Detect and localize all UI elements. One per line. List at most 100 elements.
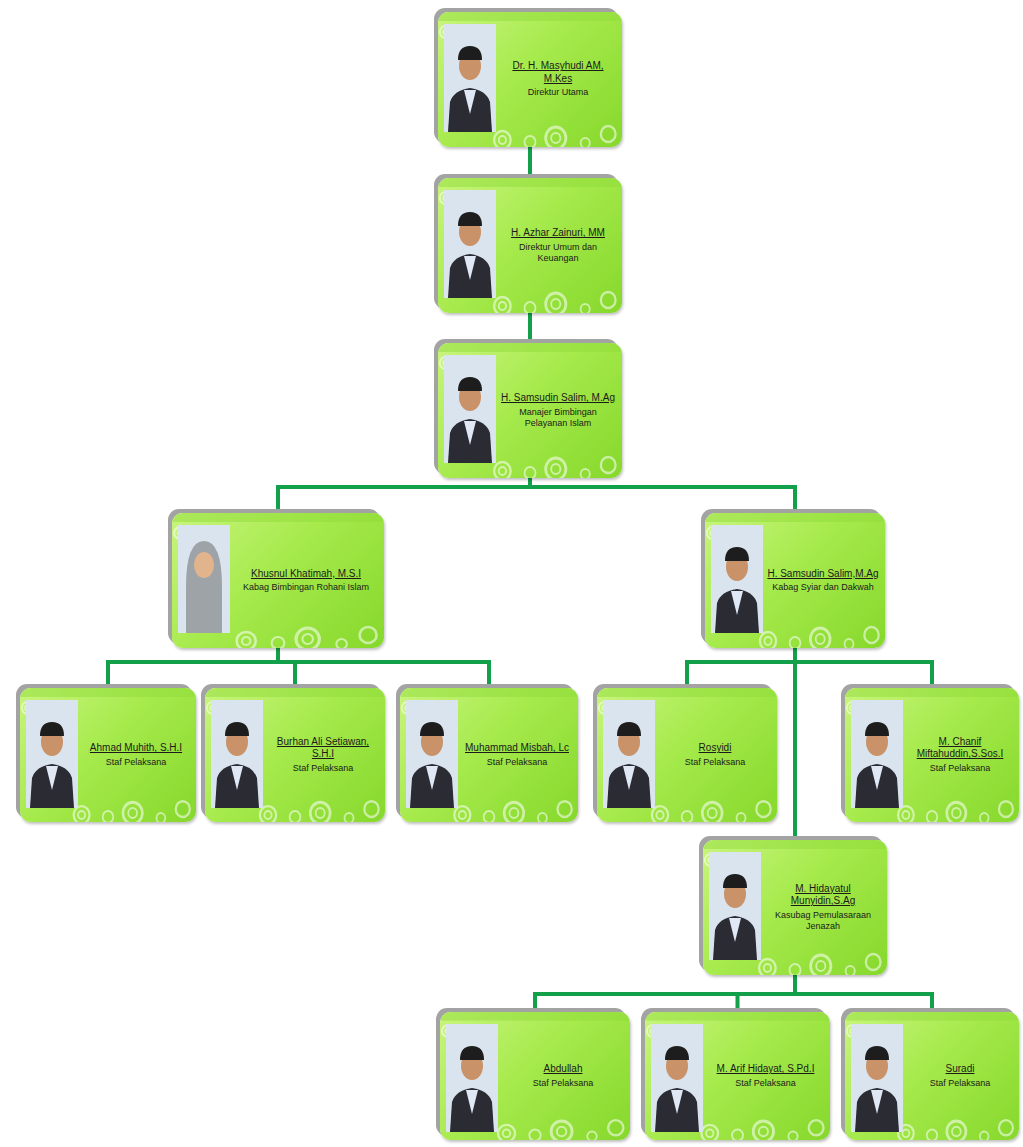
text-area: M. Hidayatul Munyidin,S.AgKasubag Pemula… [765,840,881,975]
decoration [952,808,961,818]
text-area: Dr. H. Masyhudi AM, M.KesDirektur Utama [500,12,616,147]
decoration [581,138,590,147]
person-name: H. Azhar Zainuri, MM [500,227,616,240]
portrait [178,525,230,633]
shirt [729,918,741,942]
shirt [46,766,58,790]
tab-strip [440,1012,630,1021]
text-area: SuradiStaf Pelaksana [907,1012,1013,1140]
photo-ground [446,1024,498,1132]
decoration [551,1121,572,1140]
portrait [26,700,78,808]
shirt [466,1090,478,1114]
job-title: Staf Pelaksana [907,1078,1013,1089]
decoration [581,469,590,478]
photo-ground [211,700,263,808]
tab-strip [438,12,622,21]
job-title: Staf Pelaksana [707,1078,824,1089]
person-name: Khusnul Khatimah, M.S.I [234,568,378,581]
shirt [671,1090,683,1114]
job-title: Staf Pelaksana [502,1078,624,1089]
tab-strip [703,840,887,849]
decoration [980,813,989,822]
org-connector [795,648,932,688]
decoration [336,639,347,648]
cap [460,1046,484,1060]
job-title: Direktur Umum dan Keuangan [500,242,616,265]
decoration [811,955,831,975]
text-stack: H. Azhar Zainuri, MM Direktur Umum dan Ke… [500,227,616,264]
decoration [123,802,142,822]
tab-strip [400,688,578,697]
decoration [499,302,506,310]
org-box: SuradiStaf Pelaksana [845,1012,1019,1140]
decoration [454,806,470,822]
person-name: Ahmad Muhith, S.H.I [82,742,190,755]
text-stack: Burhan Ali Setiawan, S.H.IStaf Pelaksana [267,736,379,774]
hijab [186,541,222,633]
person-name: Dr. H. Masyhudi AM, M.Kes [500,60,616,85]
suit [448,254,492,298]
decoration [345,813,354,822]
job-title: Staf Pelaksana [659,757,771,768]
suit [715,589,759,633]
cap [458,377,482,391]
job-title: Kasubag Pemulasaraan Jenazah [765,910,881,933]
decoration [702,802,722,822]
org-box: M. Chanif Miftahuddin,S.Sos.IStaf Pelaks… [845,688,1019,822]
portrait [444,355,496,463]
suit [713,916,757,960]
text-stack: Ahmad Muhith, S.H.I Staf Pelaksana [82,742,190,768]
decoration [753,1121,773,1140]
text-area: Burhan Ali Setiawan, S.H.IStaf Pelaksana [267,688,379,822]
decoration [947,802,966,822]
text-stack: Muhammad Misbah, LcStaf Pelaksana [462,742,572,768]
shirt [464,256,476,280]
decoration [551,464,560,474]
text-stack: M. Arif Hidayat, S.Pd.IStaf Pelaksana [707,1063,824,1089]
org-connector [108,648,278,688]
text-area: Ahmad Muhith, S.H.I Staf Pelaksana [82,688,190,822]
portrait [603,700,655,808]
decoration [952,1127,961,1136]
text-area: RosyidiStaf Pelaksana [659,688,771,822]
tab-strip [205,688,385,697]
text-area: Khusnul Khatimah, M.S.IKabag Bimbingan R… [234,513,378,648]
decoration [302,634,313,644]
org-box: H. Samsudin Salim, M.AgManajer Bimbingan… [438,343,622,478]
photo-ground [709,852,761,960]
photo-ground [406,700,458,808]
decoration [656,811,663,819]
person-name: Muhammad Misbah, Lc [462,742,572,755]
shirt [426,766,438,790]
job-title: Manajer Bimbingan Pelayanan Islam [500,407,616,430]
portrait [406,700,458,808]
decoration [845,639,854,648]
text-stack: Khusnul Khatimah, M.S.IKabag Bimbingan R… [234,568,378,594]
photo-ground [444,190,496,298]
org-connector [738,975,796,1012]
decoration [503,1130,511,1138]
portrait [444,190,496,298]
suit [410,764,454,808]
org-connector [687,648,795,688]
cap [458,46,482,60]
decoration [290,811,301,822]
decoration [310,802,330,822]
decoration [237,632,256,648]
org-box: Burhan Ali Setiawan, S.H.IStaf Pelaksana [205,688,385,822]
decoration [74,806,90,822]
decoration [788,1131,797,1140]
text-area: Muhammad Misbah, LcStaf Pelaksana [462,688,572,822]
job-title: Staf Pelaksana [82,757,190,768]
cap [725,547,749,561]
decoration [546,458,566,478]
portrait [446,1024,498,1132]
cap [665,1046,689,1060]
decoration [78,811,85,819]
decoration [524,302,535,313]
decoration [504,802,524,822]
tab-strip [438,343,622,352]
org-box: Muhammad Misbah, LcStaf Pelaksana [400,688,578,822]
decoration [546,127,566,147]
